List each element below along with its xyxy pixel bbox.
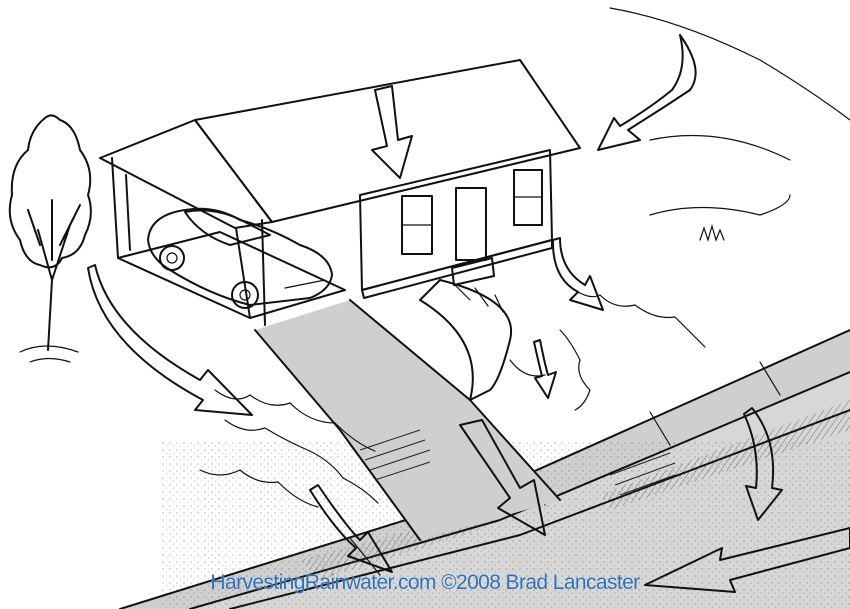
tree (10, 115, 91, 362)
hillside (610, 8, 850, 240)
copyright-credit: HarvestingRainwater.com ©2008 Brad Lanca… (0, 571, 850, 595)
yard-arrow-icon (88, 265, 252, 415)
walk-arrow-icon (534, 340, 556, 398)
roof-arrow-icon (372, 86, 412, 178)
hill-arrow-icon (598, 35, 696, 150)
lawn-arrow-icon (553, 238, 603, 310)
house (360, 150, 552, 298)
roof (100, 60, 580, 228)
front-door (456, 188, 486, 260)
